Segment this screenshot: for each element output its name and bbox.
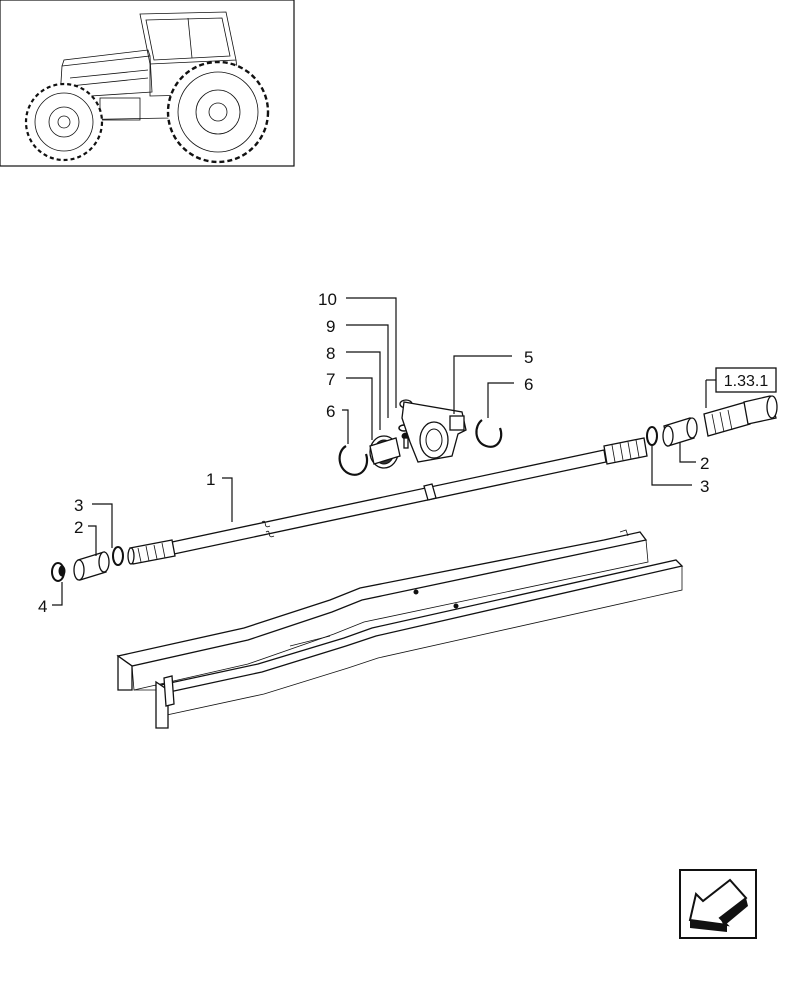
right-spline [603, 437, 648, 465]
left-bushing [73, 551, 110, 581]
callout-3-left: 3 [74, 496, 83, 515]
support-bearing-assembly [338, 399, 503, 476]
support-bracket [401, 401, 467, 463]
callout-6-right: 6 [524, 375, 533, 394]
drive-shaft [127, 437, 648, 565]
right-bushing [662, 417, 698, 447]
tractor-thumbnail [0, 0, 295, 167]
right-end-parts [646, 395, 778, 447]
callout-5: 5 [524, 348, 533, 367]
coupling-sleeve [703, 395, 778, 437]
callout-10: 10 [318, 290, 337, 309]
callout-2-right: 2 [700, 454, 709, 473]
tractor-icon [24, 11, 270, 164]
callout-1: 1 [206, 470, 215, 489]
left-end-parts [51, 546, 124, 582]
reference-box-label: 1.33.1 [724, 373, 769, 390]
callout-4: 4 [38, 597, 47, 616]
callout-9: 9 [326, 317, 335, 336]
arrow-down-left-icon[interactable] [679, 869, 757, 939]
reference-box[interactable]: 1.33.1 [705, 367, 777, 408]
leader-lines [52, 297, 696, 606]
callout-6-left: 6 [326, 402, 335, 421]
callout-labels: 10 9 8 7 6 5 6 1 2 3 3 2 4 [38, 290, 709, 616]
frame-rails [116, 529, 684, 729]
bearing [369, 435, 401, 469]
callout-8: 8 [326, 344, 335, 363]
left-spline [127, 539, 176, 565]
callout-2-left: 2 [74, 518, 83, 537]
callout-7: 7 [326, 370, 335, 389]
callout-3-right: 3 [700, 477, 709, 496]
